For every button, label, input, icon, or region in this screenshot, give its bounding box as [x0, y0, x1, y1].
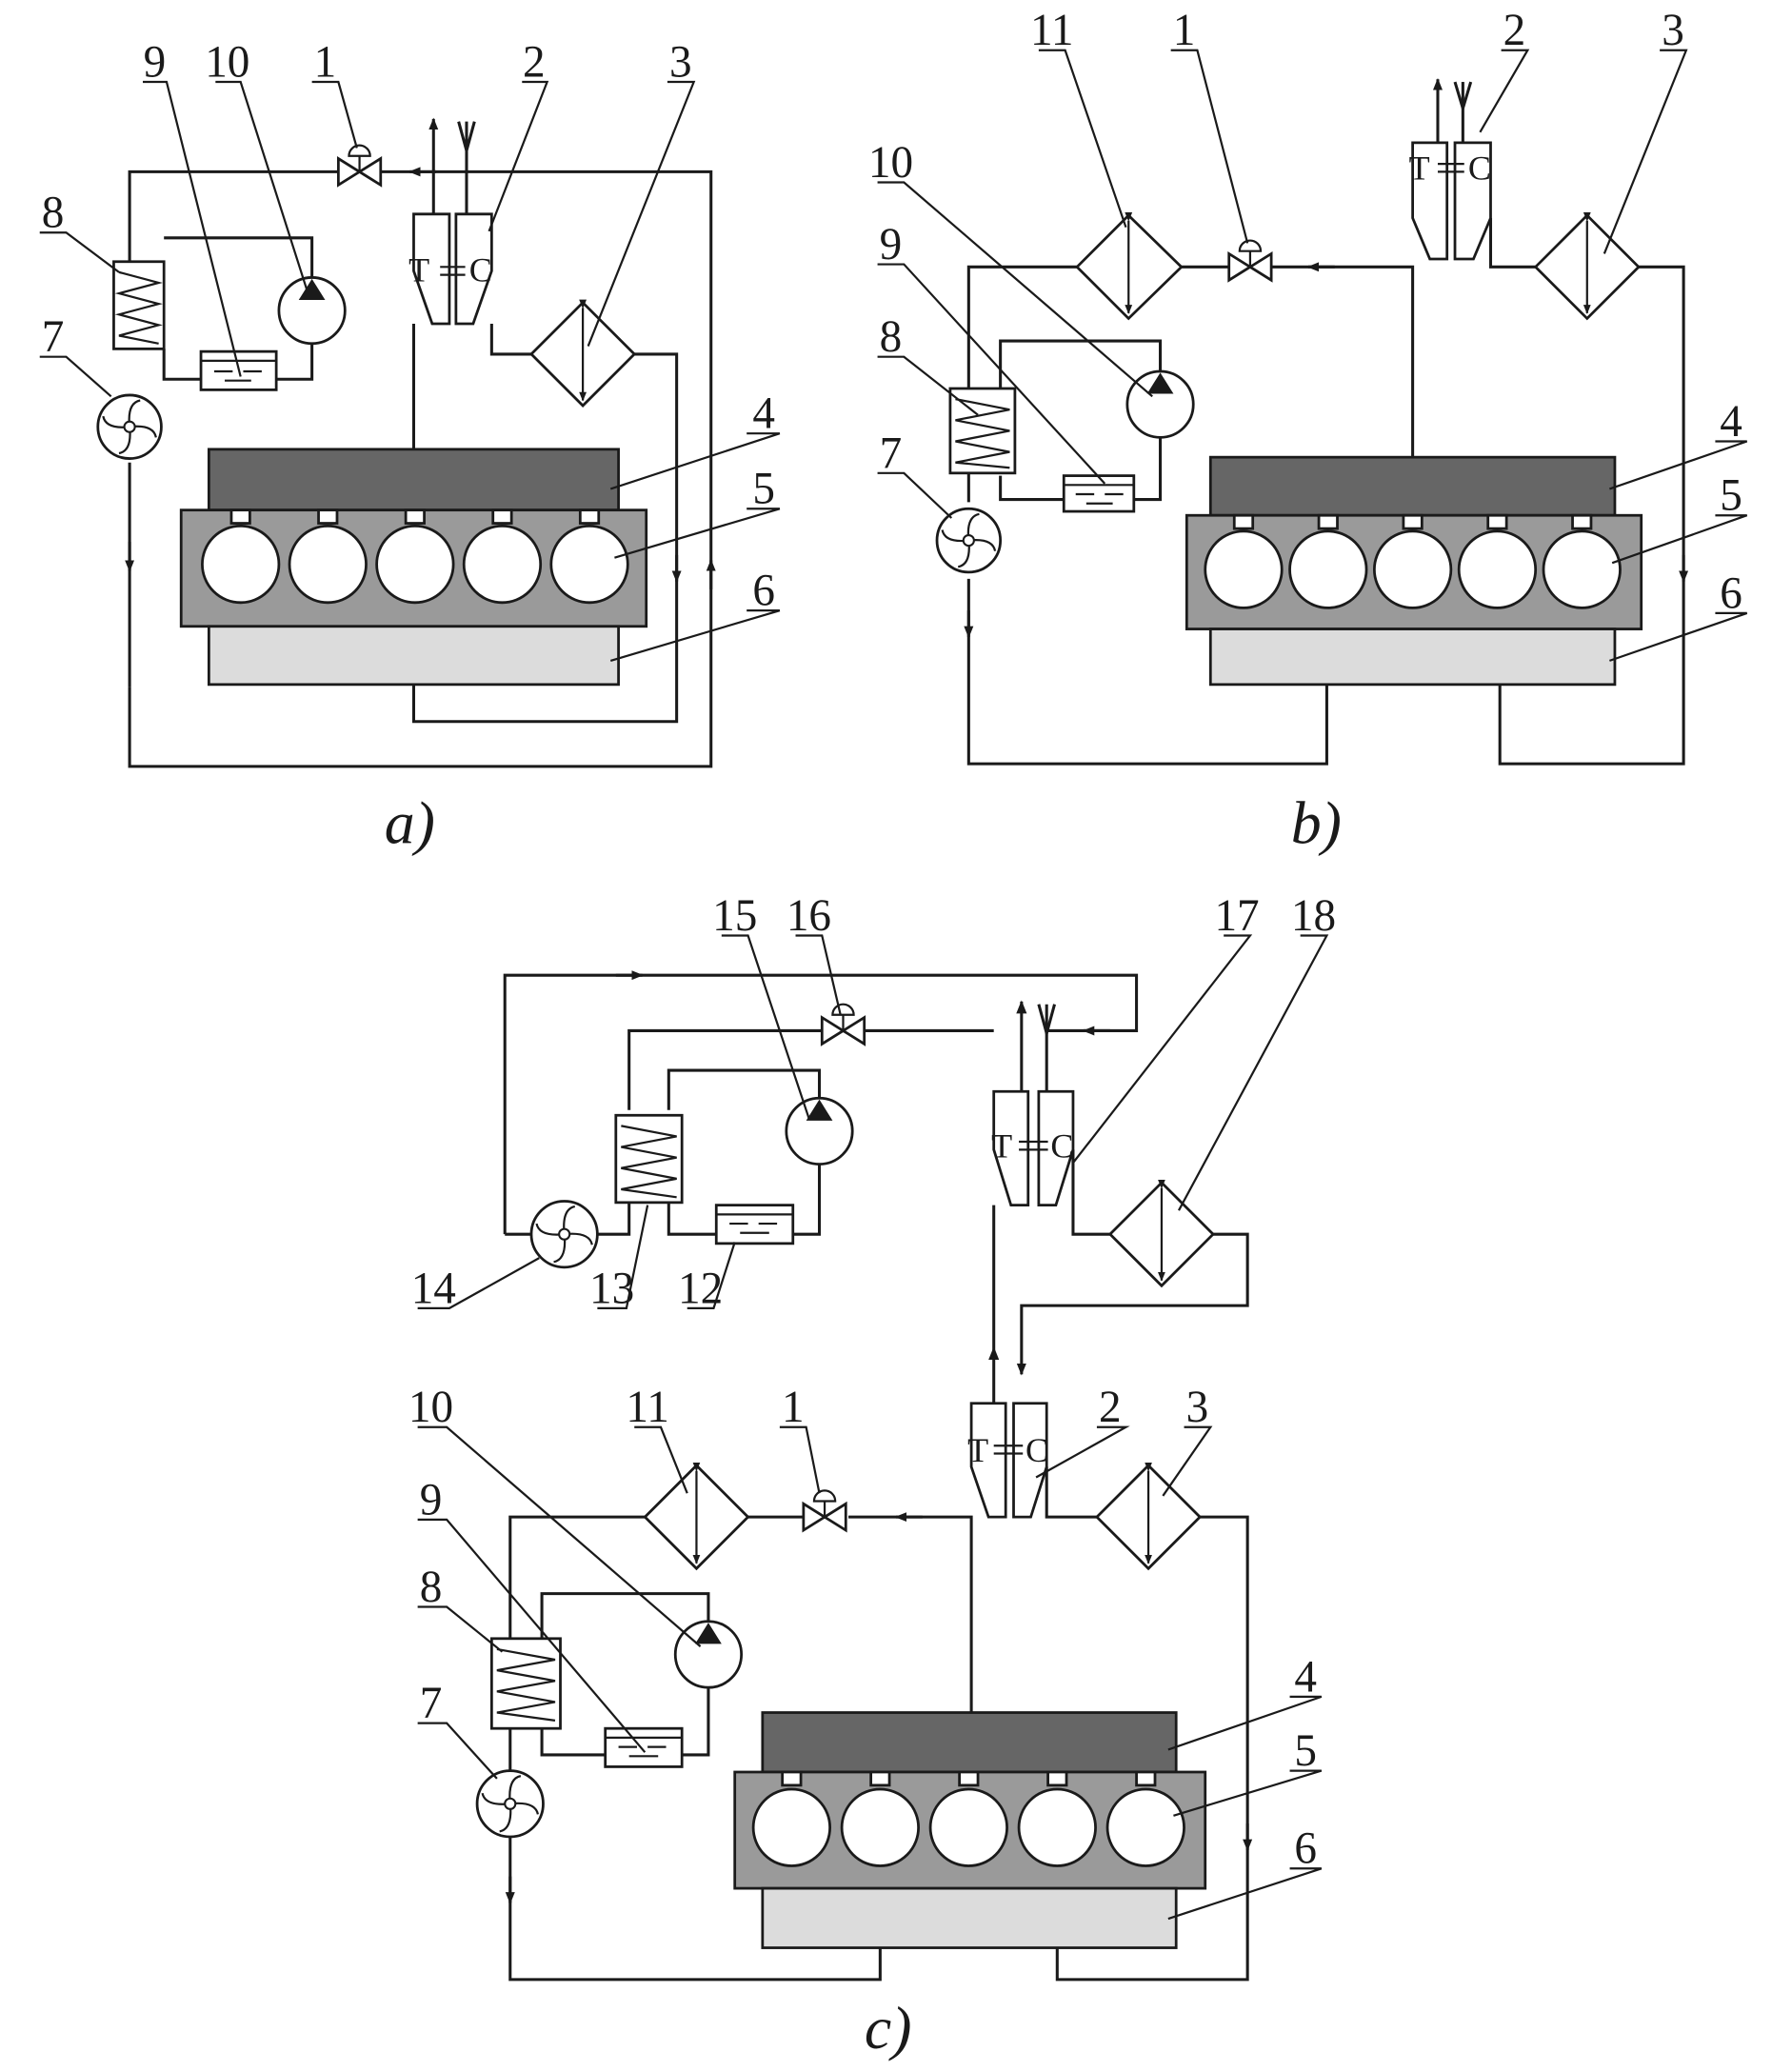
label-5: 5	[752, 465, 775, 514]
turbine-label: T	[991, 1127, 1012, 1166]
label-18: 18	[1291, 891, 1336, 941]
label-11: 11	[1030, 6, 1073, 55]
turbocharger-2: T C	[967, 1402, 1048, 1519]
turbocharger-2: T C	[408, 212, 493, 326]
intercooler-3	[1094, 1462, 1203, 1571]
label-7: 7	[42, 312, 65, 362]
panel-a-diagram: T C	[39, 37, 781, 856]
panel-c-diagram: T C	[408, 891, 1336, 2062]
compressor-label: C	[1468, 149, 1491, 188]
label-10: 10	[205, 37, 249, 87]
intake-manifold-4	[761, 1711, 1178, 1774]
panel-b-diagram: T C	[868, 6, 1748, 856]
intercooler-3	[529, 299, 637, 408]
label-4: 4	[752, 389, 775, 439]
heat-exchanger-8	[112, 260, 166, 350]
crankcase-6	[761, 1886, 1178, 1949]
label-1: 1	[782, 1383, 805, 1432]
label-8: 8	[880, 312, 903, 362]
intercooler-3	[1533, 212, 1641, 321]
coolant-tank-9	[1062, 474, 1136, 513]
label-9: 9	[144, 37, 167, 87]
label-7: 7	[420, 1679, 443, 1728]
compressor-label: C	[469, 251, 492, 289]
label-3: 3	[1186, 1383, 1209, 1432]
label-3: 3	[1662, 6, 1684, 55]
intake-manifold-4	[1208, 455, 1617, 517]
label-5: 5	[1720, 471, 1742, 521]
heat-exchanger-11	[643, 1462, 750, 1571]
engine-block	[733, 1711, 1207, 1949]
turbocharger-2: T C	[1409, 141, 1492, 261]
label-11: 11	[626, 1383, 668, 1432]
label-9: 9	[420, 1475, 443, 1524]
pump-10	[277, 276, 347, 346]
caption-c: c)	[865, 1994, 912, 2062]
fan-7	[935, 507, 1003, 574]
coolant-tank-12	[714, 1204, 795, 1245]
heat-exchanger-8	[489, 1637, 562, 1730]
pump-10	[673, 1620, 744, 1689]
label-1: 1	[314, 37, 337, 87]
label-8: 8	[42, 189, 65, 238]
label-14: 14	[411, 1264, 456, 1313]
heat-exchanger-11	[1075, 212, 1184, 321]
compressor-label: C	[1050, 1127, 1073, 1166]
expansion-valve-1	[336, 144, 383, 188]
label-2: 2	[1099, 1383, 1122, 1432]
label-6: 6	[1720, 568, 1742, 618]
label-6: 6	[752, 567, 775, 616]
label-6: 6	[1294, 1824, 1317, 1874]
fan-14	[529, 1200, 599, 1269]
label-16: 16	[786, 891, 831, 941]
turbine-label: T	[408, 251, 429, 289]
pump-15	[785, 1096, 854, 1166]
turbine-label: T	[1409, 149, 1430, 188]
pump-10	[1125, 369, 1195, 439]
heat-exchanger-13	[614, 1113, 684, 1205]
label-4: 4	[1720, 397, 1742, 447]
expansion-valve-1	[802, 1489, 847, 1533]
label-8: 8	[420, 1563, 443, 1612]
label-12: 12	[678, 1264, 723, 1313]
expansion-valve-16	[820, 1003, 866, 1046]
label-2: 2	[1503, 6, 1526, 55]
label-5: 5	[1294, 1726, 1317, 1776]
label-9: 9	[880, 220, 903, 269]
engine-block	[1185, 455, 1643, 687]
crankcase-6	[207, 625, 620, 687]
turbocharger-17: T C	[991, 1089, 1075, 1207]
label-10: 10	[868, 138, 913, 188]
label-10: 10	[408, 1383, 453, 1432]
label-1: 1	[1173, 6, 1196, 55]
intake-manifold-4	[207, 448, 620, 512]
compressor-label: C	[1025, 1431, 1048, 1469]
label-15: 15	[712, 891, 757, 941]
caption-b: b)	[1291, 788, 1342, 856]
fan-7	[475, 1769, 545, 1839]
label-3: 3	[669, 37, 692, 87]
label-4: 4	[1294, 1652, 1317, 1702]
intercooler-18	[1107, 1179, 1216, 1288]
coolant-tank-9	[604, 1726, 684, 1768]
engine-block	[179, 448, 648, 687]
expansion-valve-1	[1227, 239, 1273, 283]
label-17: 17	[1214, 891, 1259, 941]
fan-7	[96, 393, 163, 460]
turbine-label: T	[967, 1431, 988, 1469]
caption-a: a)	[385, 788, 435, 856]
label-7: 7	[880, 428, 903, 478]
label-2: 2	[523, 37, 546, 87]
crankcase-6	[1208, 628, 1617, 687]
label-13: 13	[589, 1264, 634, 1313]
